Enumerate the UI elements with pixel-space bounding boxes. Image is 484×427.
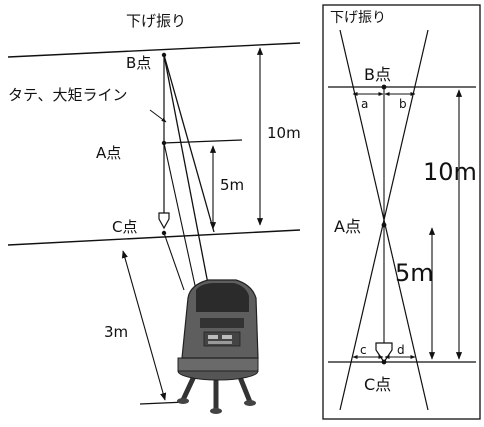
left-a-level-line bbox=[162, 139, 243, 144]
left-line-label: タテ、大矩ライン bbox=[8, 86, 128, 104]
left-dim-3m-arrow bbox=[121, 250, 167, 401]
right-point-b-dot bbox=[381, 84, 387, 90]
left-floor-line bbox=[7, 229, 301, 246]
left-title: 下げ振り bbox=[126, 12, 186, 30]
left-dim-3m: 3m bbox=[104, 323, 128, 341]
right-panel: 下げ振り B点 A点 C点 a b c d 10m 5m bbox=[322, 4, 481, 420]
right-dim-5m: 5m bbox=[395, 259, 434, 287]
left-laser-line-4 bbox=[163, 232, 185, 291]
right-gap-b: b bbox=[399, 97, 407, 111]
right-label-c: C点 bbox=[364, 375, 391, 394]
left-laser-line-3 bbox=[163, 142, 197, 291]
left-panel: 下げ振り B点 A点 C点 タテ、大矩ライン 10m 5m bbox=[7, 12, 301, 414]
left-label-a: A点 bbox=[96, 144, 121, 162]
right-gap-c: c bbox=[360, 343, 367, 357]
left-line-label-leader bbox=[149, 109, 167, 123]
right-title: 下げ振り bbox=[330, 10, 386, 26]
left-label-b: B点 bbox=[126, 54, 151, 72]
left-label-c: C点 bbox=[112, 218, 137, 236]
right-gap-d: d bbox=[397, 343, 405, 357]
right-gap-a: a bbox=[361, 97, 368, 111]
left-dim-10m: 10m bbox=[267, 124, 301, 142]
left-dim-5m: 5m bbox=[220, 176, 244, 194]
right-label-a: A点 bbox=[334, 217, 361, 236]
right-point-c-dot bbox=[381, 359, 387, 365]
right-dim-10m: 10m bbox=[423, 158, 477, 186]
right-point-a-dot bbox=[381, 222, 387, 228]
right-panel-frame bbox=[322, 4, 481, 420]
left-ceiling-line bbox=[7, 42, 301, 58]
left-laser-line-1 bbox=[163, 54, 215, 233]
laser-level-icon bbox=[177, 279, 259, 414]
left-laser-line-2 bbox=[163, 54, 209, 285]
left-plumb-bob bbox=[158, 212, 170, 230]
right-label-b: B点 bbox=[364, 65, 391, 84]
